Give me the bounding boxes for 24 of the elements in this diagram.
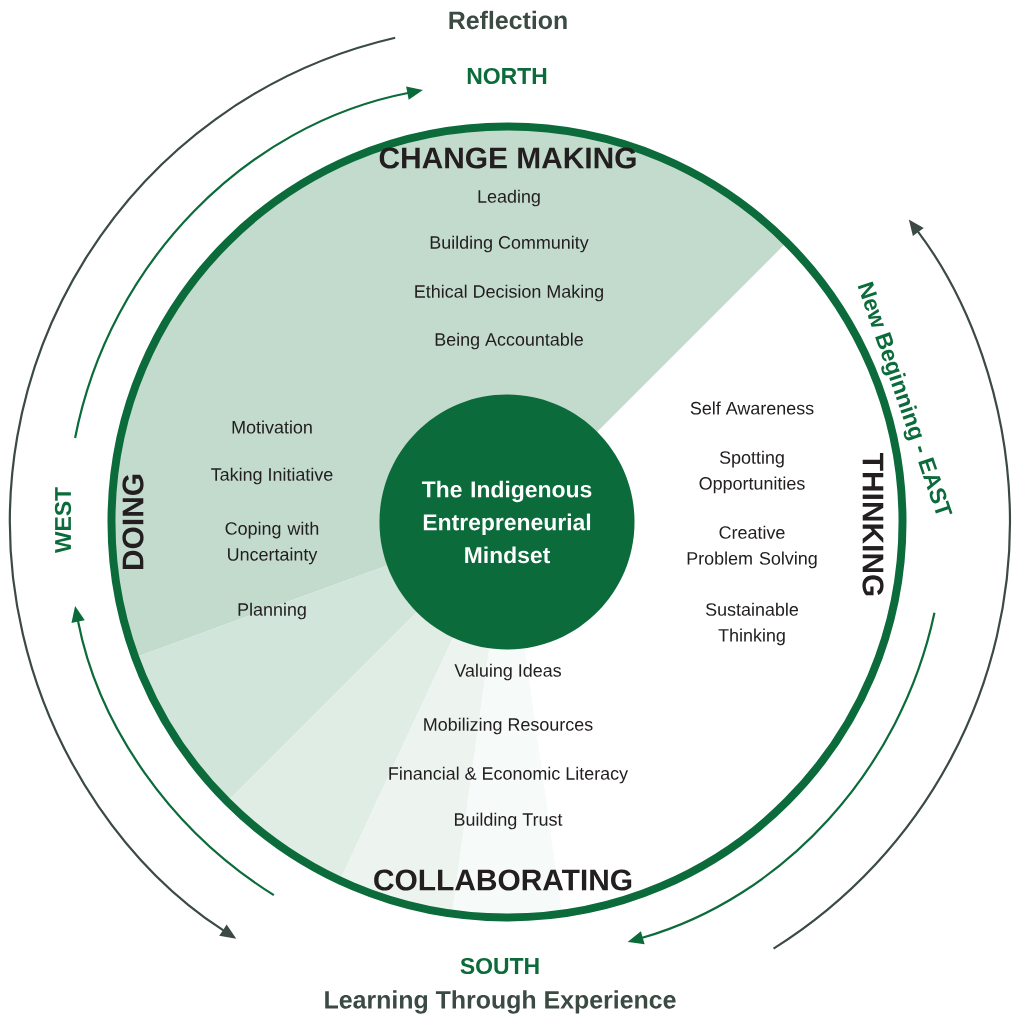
heading-label: DOING <box>122 474 144 569</box>
item-label: Sustainable Thinking <box>705 602 799 646</box>
item-label: Motivation <box>232 420 312 434</box>
item-label: Taking Initiative <box>211 467 333 485</box>
item-label: Leading <box>478 189 540 207</box>
item-label: Spotting Opportunities <box>699 450 805 494</box>
phase-label: Learning Through Experience <box>325 990 676 1014</box>
direction-label: WEST <box>54 487 72 554</box>
item-label: Mobilizing Resources <box>424 717 593 735</box>
phase-label: Reflection <box>449 10 567 30</box>
item-label: Being Accountable <box>435 332 583 350</box>
item-label: Building Community <box>430 235 589 253</box>
item-label: Self Awareness <box>690 401 814 415</box>
item-label: Ethical Decision Making <box>415 284 603 302</box>
direction-label: SOUTH <box>460 957 539 975</box>
item-label: Coping with Uncertainty <box>225 521 319 565</box>
heading-label: COLLABORATING <box>374 869 632 891</box>
item-label: Planning <box>238 602 306 620</box>
heading-label: CHANGE MAKING <box>379 147 636 169</box>
heading-label: THINKING <box>862 453 884 596</box>
item-label: Financial & Economic Literacy <box>389 766 628 784</box>
item-label: Building Trust <box>455 812 563 830</box>
direction-label: NORTH <box>467 67 547 85</box>
item-label: Creative Problem Solving <box>687 525 817 569</box>
